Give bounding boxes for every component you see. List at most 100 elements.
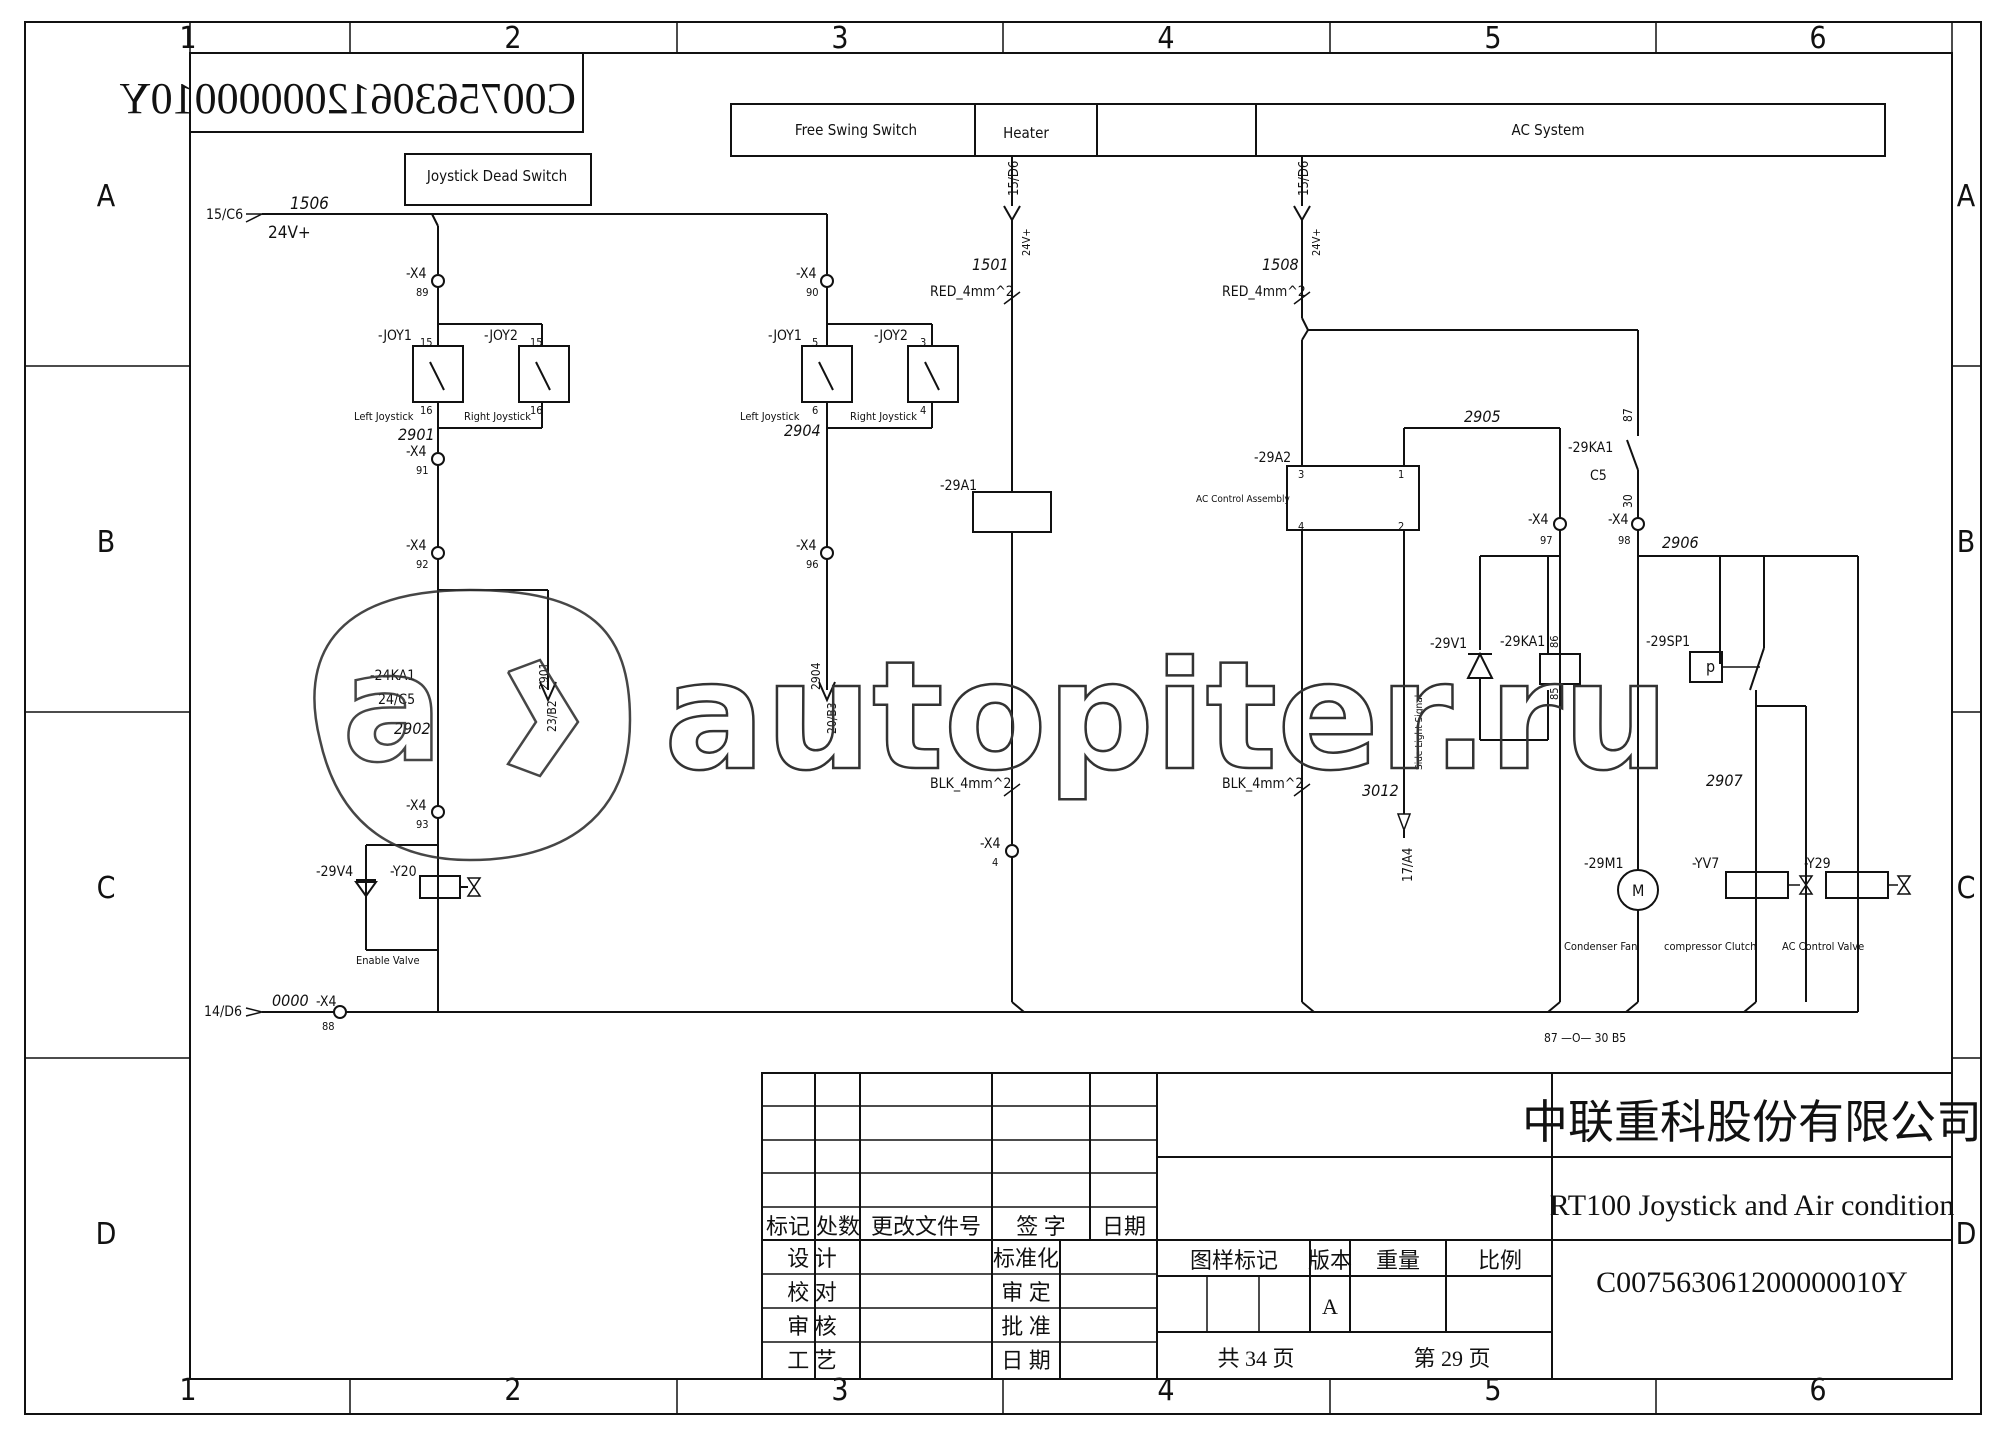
x4-96-pin: 96	[806, 558, 819, 571]
sign-approve: 批 准	[1001, 1314, 1051, 1339]
joy2-label: -JOY2	[484, 328, 518, 344]
sign-process: 工 艺	[787, 1348, 837, 1373]
ref-17a4: 17/A4	[1401, 848, 1416, 882]
x4-88-pin: 88	[322, 1020, 335, 1033]
x4-98-pin: 98	[1618, 534, 1631, 547]
row-label-c-right: C	[1957, 871, 1976, 906]
wire-2902: 2902	[394, 719, 431, 738]
diode-29v1: -29V1	[1430, 636, 1467, 652]
a2-pin-4: 4	[1298, 520, 1304, 533]
svg-text:a: a	[342, 622, 443, 796]
col-label-4: 4	[1157, 21, 1174, 56]
rev-header-mark: 标记	[766, 1214, 810, 1239]
wire-2904: 2904	[784, 421, 821, 440]
mirrored-drawing-code: C007563061200000010Y	[119, 74, 576, 123]
wire-2901: 2901	[398, 425, 435, 444]
row-label-d: D	[96, 1217, 117, 1252]
sign-date: 日 期	[1001, 1348, 1051, 1373]
wire-2907: 2907	[1706, 771, 1743, 790]
col-label-5: 5	[1484, 21, 1501, 56]
a2-pin-1: 1	[1398, 468, 1404, 481]
header-bar	[730, 103, 1886, 157]
joystick-dead-switch-box	[404, 153, 592, 206]
col-label-2-bottom: 2	[504, 1373, 521, 1408]
right-joystick-label: Right Joystick	[464, 410, 531, 423]
x4-96-label: -X4	[796, 538, 817, 554]
header-ac-system: AC System	[1511, 121, 1584, 139]
ref-15c6: 15/C6	[206, 207, 243, 223]
watermark-logo: a	[313, 588, 632, 862]
row-label-c: C	[97, 871, 116, 906]
x4-97-pin: 97	[1540, 534, 1553, 547]
relay-24ka1-ref: 24/C5	[378, 692, 415, 708]
enable-valve-label: Enable Valve	[356, 954, 420, 967]
sign-check: 校 对	[787, 1280, 837, 1305]
sign-standard: 标准化	[993, 1246, 1059, 1271]
wire-1506: 1506	[290, 194, 329, 214]
ac-circuit-wiring	[1286, 156, 1912, 1013]
col-label-1-bottom: 1	[179, 1373, 196, 1408]
mid-joy2-pin-bot: 4	[920, 404, 926, 417]
ref-20b3: 20/B3	[825, 702, 839, 734]
ac-wire-spec: RED_4mm^2	[1222, 284, 1306, 300]
wire-2905: 2905	[1464, 407, 1501, 426]
rev-header-doc: 更改文件号	[871, 1214, 981, 1239]
rev-header-count: 处数	[816, 1214, 860, 1239]
condenser-fan-label: Condenser Fan	[1564, 940, 1637, 953]
sign-design: 设 计	[787, 1246, 837, 1271]
coil-pin-85: 85	[1548, 687, 1561, 700]
x4-91-label: -X4	[406, 444, 427, 460]
wire-0000: 0000	[272, 991, 309, 1010]
x4-93-pin: 93	[416, 818, 429, 831]
x4-97-label: -X4	[1528, 512, 1549, 528]
heater-ref-15d6: 15/D6	[1007, 161, 1022, 196]
x4-93-label: -X4	[406, 798, 427, 814]
wire-1508: 1508	[1262, 255, 1299, 274]
diode-29v4: -29V4	[316, 864, 353, 880]
drawing-title: RT100 Joystick and Air condition	[1550, 1189, 1955, 1222]
header-heater: Heater	[1003, 124, 1049, 142]
x4-89-label: -X4	[406, 266, 427, 282]
col-label-4-bottom: 4	[1157, 1373, 1174, 1408]
mid-joy1-label: -JOY1	[768, 328, 802, 344]
wire-1501: 1501	[972, 255, 1009, 274]
ka1-ref-c5: C5	[1590, 468, 1607, 484]
joy1-label: -JOY1	[378, 328, 412, 344]
pressure-p-icon: p	[1706, 657, 1715, 676]
motor-m-icon: M	[1632, 881, 1644, 900]
relay-29ka1: -29KA1	[1568, 440, 1613, 456]
pressure-switch-29sp1: -29SP1	[1646, 634, 1690, 650]
ac-ref-15d6: 15/D6	[1297, 161, 1312, 196]
joy2-pin-bot: 16	[530, 404, 543, 417]
heater-24v: 24V+	[1020, 228, 1033, 256]
motor-29m1: -29M1	[1584, 856, 1623, 872]
ac-24v: 24V+	[1310, 228, 1323, 256]
row-label-b: B	[97, 525, 116, 560]
col-label-1: 1	[179, 21, 196, 56]
mid-joy1-pin-bot: 6	[812, 404, 818, 417]
heater-x4-pin: 4	[992, 856, 998, 869]
bottom-ruler	[349, 1379, 1657, 1414]
valve-y29: -Y29	[1804, 856, 1831, 872]
mirrored-code-box	[189, 52, 584, 133]
col-label-6: 6	[1809, 21, 1826, 56]
title-block-grid	[761, 1072, 1953, 1380]
mark-header-version: 版本	[1308, 1248, 1352, 1273]
col-label-5-bottom: 5	[1484, 1373, 1501, 1408]
heater-blk: BLK_4mm^2	[930, 776, 1011, 792]
left-joystick-label: Left Joystick	[354, 410, 414, 423]
heater-wire-spec: RED_4mm^2	[930, 284, 1014, 300]
col-label-2: 2	[504, 21, 521, 56]
x4-98-label: -X4	[1608, 512, 1629, 528]
x4-90-pin: 90	[806, 286, 819, 299]
col-label-3-bottom: 3	[831, 1373, 848, 1408]
ac-29a2: -29A2	[1254, 450, 1291, 466]
mid-joy1-pin-top: 5	[812, 336, 818, 349]
mark-header-scale: 比例	[1478, 1248, 1522, 1273]
mid-circuit-wiring	[801, 214, 959, 703]
valve-y20: -Y20	[390, 864, 417, 880]
top-ruler	[189, 22, 1953, 53]
mid-right-joystick: Right Joystick	[850, 410, 917, 423]
heater-29a1: -29A1	[940, 478, 977, 494]
